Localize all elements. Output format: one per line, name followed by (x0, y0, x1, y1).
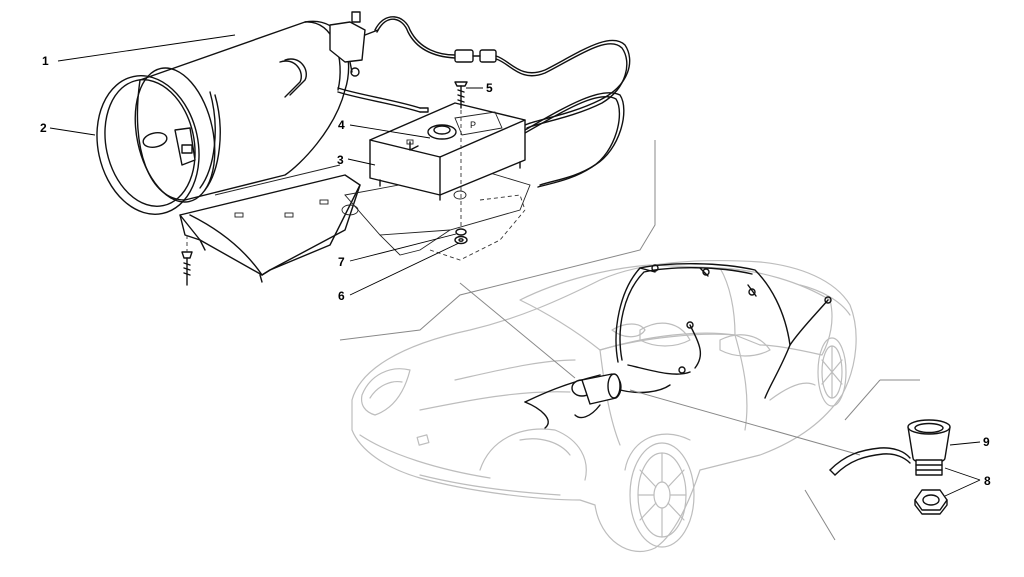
callout-8: 8 (984, 474, 991, 488)
callout-6: 6 (338, 289, 345, 303)
mounting-bracket (179, 164, 361, 283)
hose-routing (524, 263, 832, 429)
callout-4: 4 (338, 118, 345, 132)
nozzle-cup-assembly (829, 419, 951, 515)
car-outline (351, 259, 857, 553)
section-boundaries (339, 140, 920, 541)
clamp-band (96, 75, 200, 215)
callout-2: 2 (40, 121, 47, 135)
wiring-harness (337, 16, 631, 188)
callout-7: 7 (338, 255, 345, 269)
callout-9: 9 (983, 435, 990, 449)
leader-lines (49, 34, 981, 497)
svg-text:P: P (470, 120, 476, 130)
callout-3: 3 (337, 153, 344, 167)
nut-washer (454, 228, 468, 245)
screw (454, 81, 468, 232)
callout-labels: 1 2 3 4 5 6 7 8 9 (40, 54, 991, 488)
control-box: P (369, 102, 526, 201)
callout-1: 1 (42, 54, 49, 68)
callout-5: 5 (486, 81, 493, 95)
bracket-bolt (181, 235, 193, 286)
